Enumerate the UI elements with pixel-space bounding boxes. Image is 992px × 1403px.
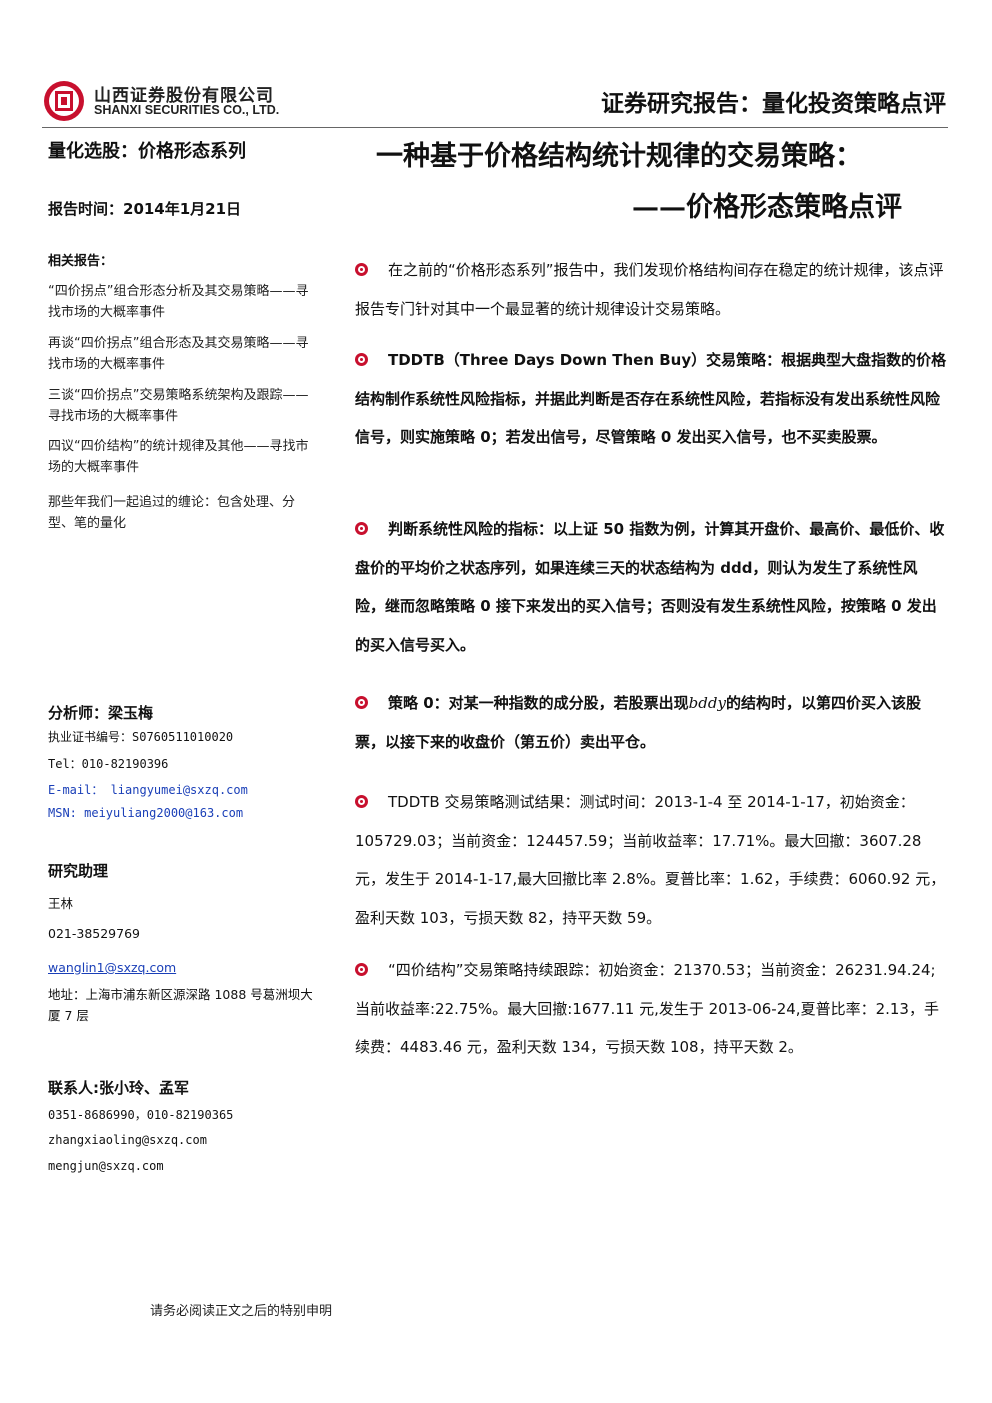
- assistant-tel: 021-38529769: [48, 926, 140, 941]
- header-divider: [42, 127, 948, 128]
- paragraph-text: TDDTB（Three Days Down Then Buy）交易策略：根据典型…: [355, 351, 947, 446]
- body-paragraph: TDDTB（Three Days Down Then Buy）交易策略：根据典型…: [355, 341, 947, 457]
- company-name-cn: 山西证券股份有限公司: [94, 86, 274, 106]
- contact-tel: 0351-8686990，010-82190365: [48, 1108, 234, 1122]
- page-title: 一种基于价格结构统计规律的交易策略：: [376, 141, 862, 172]
- company-logo-icon: [44, 81, 84, 121]
- bullet-icon: [355, 522, 368, 535]
- contact-label: 联系人:张小玲、孟军: [48, 1079, 189, 1097]
- paragraph-text: 策略 0：对某一种指数的成分股，若股票出现: [388, 694, 689, 712]
- report-type: 证券研究报告：量化投资策略点评: [601, 91, 946, 117]
- paragraph-text: “四价结构”交易策略持续跟踪：初始资金：21370.53；当前资金：26231.…: [355, 961, 939, 1056]
- analyst-tel: Tel：010-82190396: [48, 757, 169, 771]
- body-paragraph: 在之前的“价格形态系列”报告中，我们发现价格结构间存在稳定的统计规律，该点评报告…: [355, 251, 947, 328]
- bullet-icon: [355, 696, 368, 709]
- related-reports-heading: 相关报告：: [48, 254, 114, 269]
- company-name-en: SHANXI SECURITIES CO., LTD.: [94, 103, 280, 117]
- body-paragraph: 策略 0：对某一种指数的成分股，若股票出现bddy的结构时，以第四价买入该股票，…: [355, 684, 947, 761]
- analyst-msn[interactable]: MSN: meiyuliang2000@163.com: [48, 806, 244, 820]
- related-report-item[interactable]: 四议“四价结构”的统计规律及其他——寻找市场的大概率事件: [48, 439, 309, 475]
- contact-email[interactable]: mengjun@sxzq.com: [48, 1159, 164, 1173]
- footer-disclaimer: 请务必阅读正文之后的特别申明: [150, 1304, 333, 1319]
- analyst-cert: 执业证书编号：S0760511010020: [48, 730, 234, 744]
- body-paragraph: 判断系统性风险的指标：以上证 50 指数为例，计算其开盘价、最高价、最低价、收盘…: [355, 510, 947, 664]
- report-series: 量化选股：价格形态系列: [48, 141, 246, 162]
- structure-code: bddy: [688, 694, 726, 712]
- related-report-item[interactable]: 那些年我们一起追过的缠论：包含处理、分型、笔的量化: [48, 495, 296, 531]
- assistant-email-row: wanglin1@sxzq.com: [48, 960, 176, 975]
- bullet-icon: [355, 795, 368, 808]
- analyst-label: 分析师：梁玉梅: [48, 704, 154, 722]
- body-paragraph: TDDTB 交易策略测试结果：测试时间：2013-1-4 至 2014-1-17…: [355, 783, 947, 937]
- assistant-email-link[interactable]: wanglin1@sxzq.com: [48, 960, 177, 975]
- contact-email[interactable]: zhangxiaoling@sxzq.com: [48, 1133, 207, 1147]
- paragraph-text: TDDTB 交易策略测试结果：测试时间：2013-1-4 至 2014-1-17…: [355, 793, 946, 927]
- paragraph-text: 判断系统性风险的指标：以上证 50 指数为例，计算其开盘价、最高价、最低价、收盘…: [355, 520, 945, 654]
- paragraph-text: 的结构时，以第四价买入该股票，以接下来的收盘价（第五价）卖出平仓。: [355, 694, 921, 751]
- related-report-item[interactable]: “四价拐点”组合形态分析及其交易策略——寻找市场的大概率事件: [48, 284, 309, 320]
- bullet-icon: [355, 353, 368, 366]
- page-subtitle: ——价格形态策略点评: [632, 192, 902, 223]
- bullet-icon: [355, 263, 368, 276]
- assistant-label: 研究助理: [48, 862, 109, 880]
- analyst-email[interactable]: E-mail： liangyumei@sxzq.com: [48, 783, 248, 797]
- assistant-name: 王林: [48, 896, 74, 911]
- paragraph-text: 在之前的“价格形态系列”报告中，我们发现价格结构间存在稳定的统计规律，该点评报告…: [355, 261, 944, 318]
- address: 地址：上海市浦东新区源深路 1088 号葛洲坝大厦 7 层: [48, 987, 313, 1023]
- related-report-item[interactable]: 三谈“四价拐点”交易策略系统架构及跟踪——寻找市场的大概率事件: [48, 388, 309, 424]
- body-paragraph: “四价结构”交易策略持续跟踪：初始资金：21370.53；当前资金：26231.…: [355, 951, 947, 1067]
- company-logo: 山西证券股份有限公司 SHANXI SECURITIES CO., LTD.: [42, 79, 312, 123]
- bullet-icon: [355, 963, 368, 976]
- related-report-item[interactable]: 再谈“四价拐点”组合形态及其交易策略——寻找市场的大概率事件: [48, 336, 309, 372]
- report-date: 报告时间：2014年1月21日: [48, 200, 242, 218]
